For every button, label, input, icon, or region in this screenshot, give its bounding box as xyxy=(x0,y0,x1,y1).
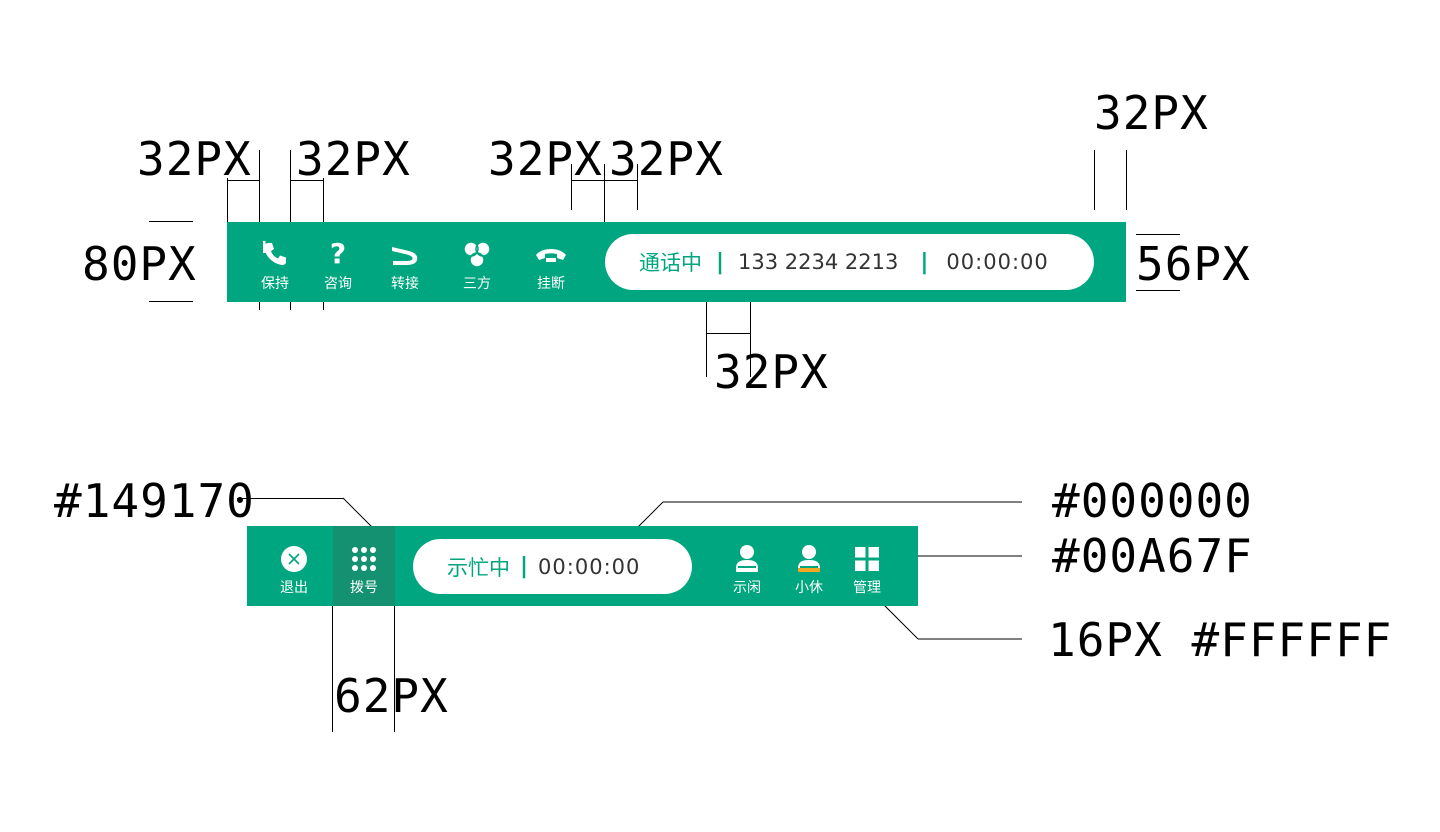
dim-line xyxy=(706,262,707,377)
manage-button[interactable]: 管理 xyxy=(847,526,887,606)
dim-line xyxy=(1136,290,1180,291)
phone-icon xyxy=(263,241,286,265)
dim-line xyxy=(1094,150,1095,210)
dim-line xyxy=(571,180,637,181)
dim-line xyxy=(571,164,572,210)
dim-line xyxy=(750,262,751,377)
close-circle-icon xyxy=(281,546,307,572)
dim-line xyxy=(394,526,395,732)
dim-line xyxy=(332,526,333,732)
dial-label: 拨号 xyxy=(350,580,378,596)
call-toolbar: 保持 ? 咨询 转接 三方 挂断 通话中 xyxy=(227,222,1126,302)
call-status-pill: 通话中 | 133 2234 2213 | 00:00:00 xyxy=(605,234,1094,290)
hold-button[interactable]: 保持 xyxy=(253,222,297,302)
question-icon: ? xyxy=(330,239,346,269)
idle-icon xyxy=(736,545,758,572)
idle-button[interactable]: 示闲 xyxy=(727,526,767,606)
manage-label: 管理 xyxy=(853,580,881,596)
agent-status-pill: 示忙中 | 00:00:00 xyxy=(413,539,692,594)
annotation-bar-height: 80PX xyxy=(82,237,197,291)
leader-line xyxy=(237,498,343,499)
dim-line xyxy=(1126,150,1127,210)
annotation-gap-b: 32PX xyxy=(296,132,411,186)
annotation-gap-right: 32PX xyxy=(1094,86,1209,140)
break-label: 小休 xyxy=(795,580,823,596)
consult-button[interactable]: ? 咨询 xyxy=(318,222,358,302)
transfer-icon xyxy=(392,247,418,265)
call-status-text: 通话中 xyxy=(639,251,702,275)
annotation-gap-c: 32PX xyxy=(488,132,603,186)
annotation-pill-gap: 32PX xyxy=(714,345,829,399)
call-timer: 00:00:00 xyxy=(946,250,1049,274)
consult-label: 咨询 xyxy=(324,276,352,292)
dim-line xyxy=(637,164,638,210)
dim-line xyxy=(149,301,193,302)
dim-line xyxy=(604,164,605,244)
separator: | xyxy=(716,249,725,275)
agent-timer: 00:00:00 xyxy=(538,554,641,579)
annotation-pill-height: 56PX xyxy=(1136,237,1251,291)
exit-button[interactable]: 退出 xyxy=(273,526,315,606)
annotation-bar-color: #00A67F xyxy=(1052,529,1253,583)
idle-label: 示闲 xyxy=(733,580,761,596)
dim-line xyxy=(290,180,323,181)
hold-label: 保持 xyxy=(261,276,289,292)
hangup-button[interactable]: 挂断 xyxy=(529,222,573,302)
conference-button[interactable]: 三方 xyxy=(455,222,499,302)
agent-status-text: 示忙中 xyxy=(447,555,510,580)
svg-text:?: ? xyxy=(330,239,346,269)
break-button[interactable]: 小休 xyxy=(789,526,829,606)
exit-label: 退出 xyxy=(280,580,308,596)
caller-number: 133 2234 2213 xyxy=(738,250,899,274)
separator: | xyxy=(520,554,529,579)
dim-line xyxy=(706,333,750,334)
conference-label: 三方 xyxy=(463,276,491,292)
dim-line xyxy=(149,221,193,222)
dim-line xyxy=(227,180,259,181)
manage-icon xyxy=(855,547,879,571)
dim-line xyxy=(1136,234,1180,235)
hangup-icon xyxy=(536,249,566,262)
annotation-text-color: #000000 xyxy=(1052,474,1253,528)
conference-icon xyxy=(463,241,491,268)
keypad-icon xyxy=(352,547,376,571)
annotation-gap-a: 32PX xyxy=(137,132,252,186)
transfer-button[interactable]: 转接 xyxy=(383,222,427,302)
separator: | xyxy=(920,249,929,275)
transfer-label: 转接 xyxy=(391,276,419,292)
annotation-dark-color: #149170 xyxy=(54,474,255,528)
annotation-gap-d: 32PX xyxy=(609,132,724,186)
dial-button[interactable]: 拨号 xyxy=(333,526,395,606)
dim-line xyxy=(227,178,228,222)
annotation-dial-width: 62PX xyxy=(334,669,449,723)
agent-toolbar: 退出 拨号 示忙中 | 00:00:00 示闲 小休 xyxy=(247,526,918,606)
hangup-label: 挂断 xyxy=(537,276,565,292)
annotation-icon-font: 16PX #FFFFFF xyxy=(1048,613,1393,667)
break-icon xyxy=(798,545,820,572)
